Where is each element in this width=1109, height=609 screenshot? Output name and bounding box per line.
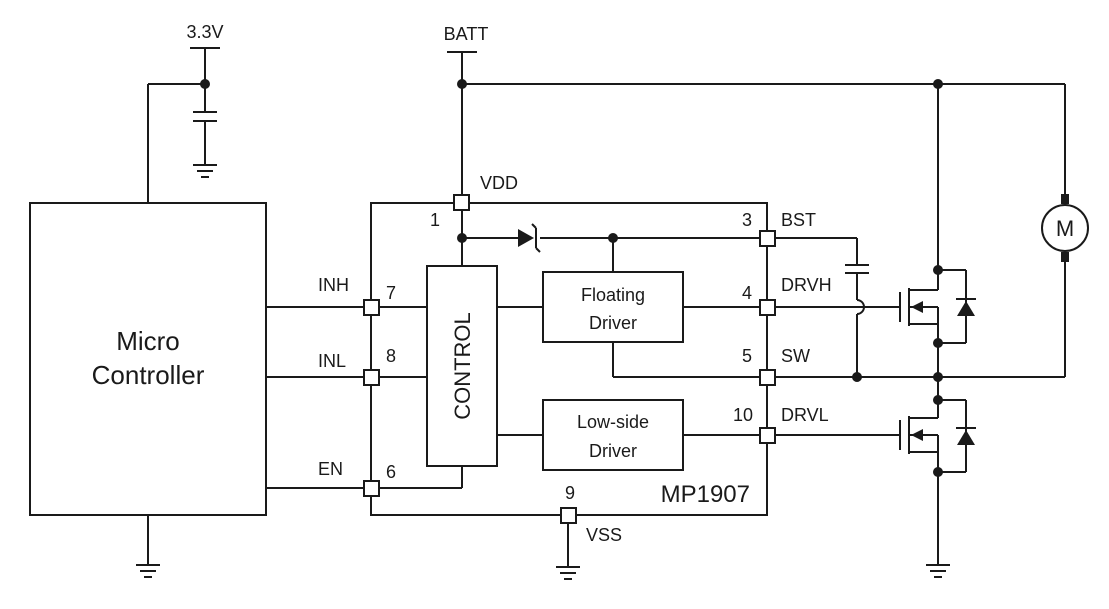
pin-sw-number: 5 (742, 346, 752, 366)
pin-vss-number: 9 (565, 483, 575, 503)
internal-wiring (377, 210, 761, 489)
pin-vdd: VDD 1 (430, 173, 518, 230)
pin-bst-number: 3 (742, 210, 752, 230)
ground-symbol-icon (136, 564, 160, 578)
supply-3v3: 3.3V (147, 22, 224, 203)
pin-drvl-name: DRVL (781, 405, 829, 425)
micro-controller: Micro Controller (29, 202, 267, 565)
pin-inl: INL 8 (318, 346, 396, 386)
pin-inl-name: INL (318, 351, 346, 371)
pin-inh-name: INH (318, 275, 349, 295)
pin-sw: SW 5 (742, 346, 810, 386)
pin-vdd-number: 1 (430, 210, 440, 230)
capacitor-icon (193, 84, 217, 165)
floating-driver-line2: Driver (589, 313, 637, 333)
control-label: CONTROL (450, 312, 475, 420)
pin-bst: BST 3 (742, 210, 816, 247)
pin-en-number: 6 (386, 462, 396, 482)
bootstrap-diode-icon (518, 223, 541, 253)
battery-label: BATT (444, 24, 489, 44)
lowside-driver-line1: Low-side (577, 412, 649, 432)
pin-drvh: DRVH 4 (742, 275, 832, 316)
floating-driver-line1: Floating (581, 285, 645, 305)
pin-vdd-name: VDD (480, 173, 518, 193)
mcu-label-line1: Micro (116, 326, 180, 356)
n-mosfet-icon (899, 84, 976, 377)
pin-drvh-number: 4 (742, 283, 752, 303)
pin-drvl: DRVL 10 (733, 405, 829, 444)
pin-en-name: EN (318, 459, 343, 479)
pin-bst-name: BST (781, 210, 816, 230)
supply-3v3-label: 3.3V (186, 22, 223, 42)
pin-inh-number: 7 (386, 283, 396, 303)
n-mosfet-icon (899, 377, 976, 565)
floating-driver-block: Floating Driver (542, 271, 684, 343)
pin-drvh-name: DRVH (781, 275, 832, 295)
pin-en: EN 6 (318, 459, 396, 497)
lowside-driver-line2: Driver (589, 441, 637, 461)
pin-vss-name: VSS (586, 525, 622, 545)
ground-symbol-icon (926, 564, 950, 578)
pin-inh: INH 7 (318, 275, 396, 316)
chip-part-number: MP1907 (661, 481, 750, 508)
motor-label: M (1056, 216, 1074, 241)
control-block: CONTROL (426, 265, 498, 467)
battery-rail: BATT (444, 24, 1065, 195)
pin-vss: 9 VSS (560, 483, 622, 567)
pin-sw-name: SW (781, 346, 810, 366)
motor-icon: M (1041, 84, 1089, 377)
mcu-label-line2: Controller (92, 360, 205, 390)
lowside-driver-block: Low-side Driver (542, 399, 684, 471)
ground-symbol-icon (193, 164, 217, 178)
pin-inl-number: 8 (386, 346, 396, 366)
pin-drvl-number: 10 (733, 405, 753, 425)
ground-symbol-icon (556, 566, 580, 580)
